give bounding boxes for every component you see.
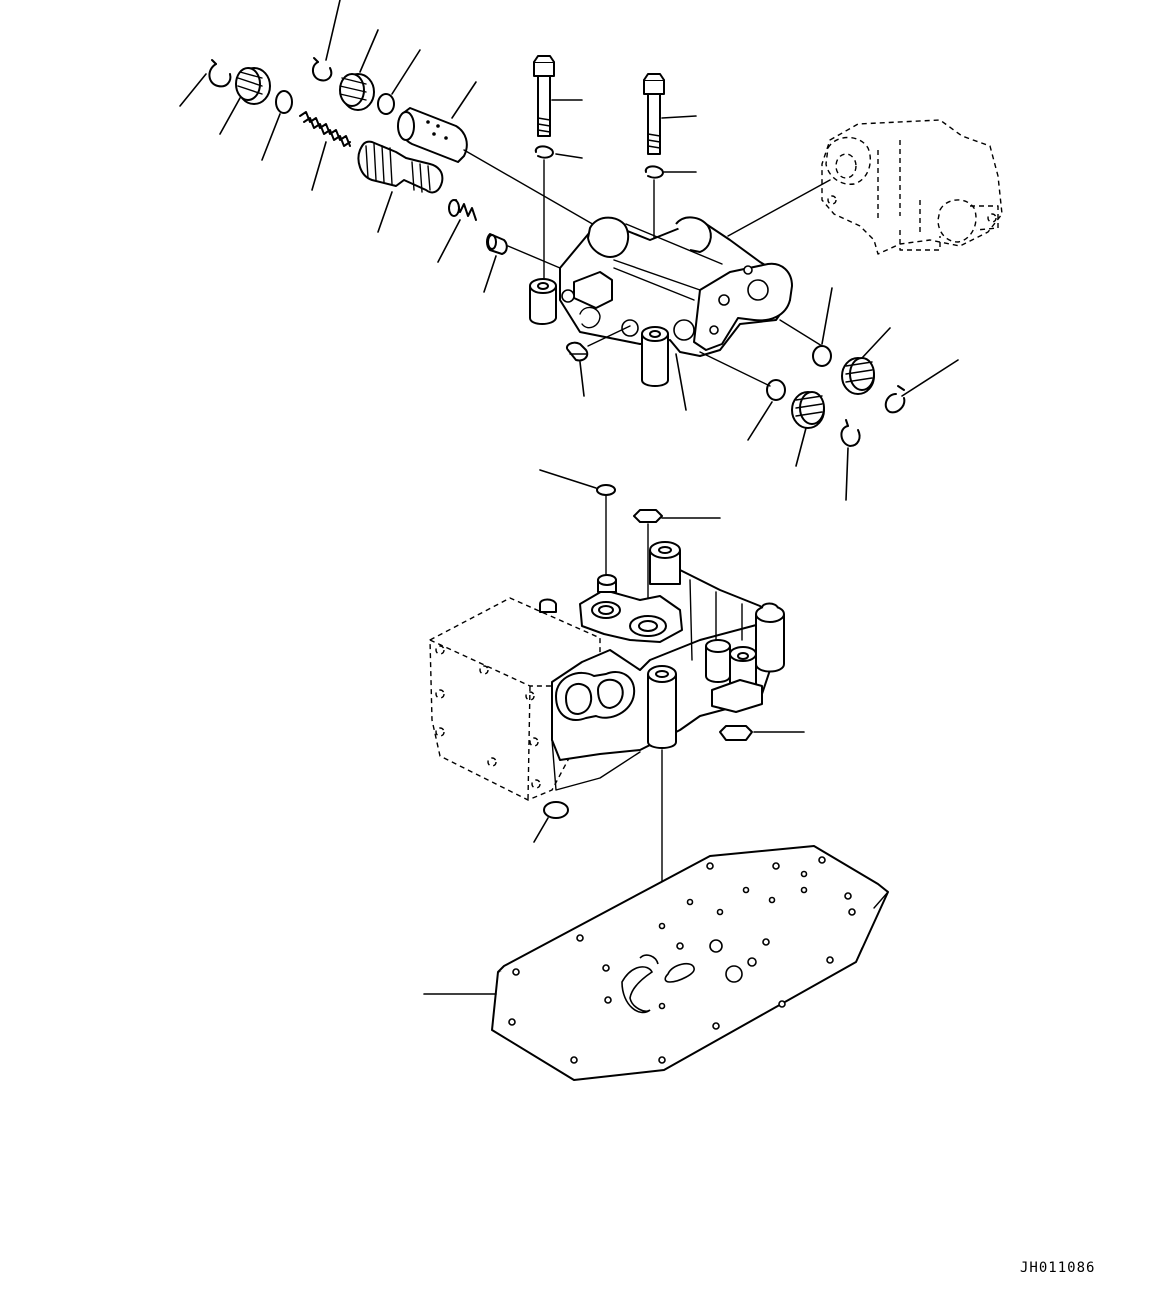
bolt-1 [533,55,583,137]
plug-upper [339,29,379,111]
o-ring-right-upper [812,287,833,367]
spring-left [299,111,351,191]
lower-assembly [423,469,889,1081]
main-valve-body [429,541,785,1005]
snap-ring-upper [312,0,341,82]
drawing-code: JH011086 [1020,1260,1096,1276]
valve-body [529,179,831,411]
plug-body [566,325,631,397]
o-ring-right-lower [747,379,786,441]
upper-valve-assembly [179,0,959,501]
bolt-2 [643,73,697,155]
sleeve [397,81,597,227]
snap-ring-right-lower [840,419,861,501]
plug-right-lower [791,391,825,467]
plug-small [483,233,561,293]
o-ring-left [261,90,293,161]
o-ring-bottom-left [533,801,569,843]
snap-ring-left [179,59,232,107]
spring-small [437,199,477,263]
o-ring-upper [377,49,421,115]
washer-1 [534,145,583,285]
spool-left [357,140,444,233]
plug-left [219,67,271,135]
gasket-plate [423,845,889,1081]
phantom-housing-upper-right [821,119,1003,255]
plug-right-upper [841,327,891,395]
o-ring-side-right [719,725,805,741]
snap-ring-right-upper [884,359,959,414]
